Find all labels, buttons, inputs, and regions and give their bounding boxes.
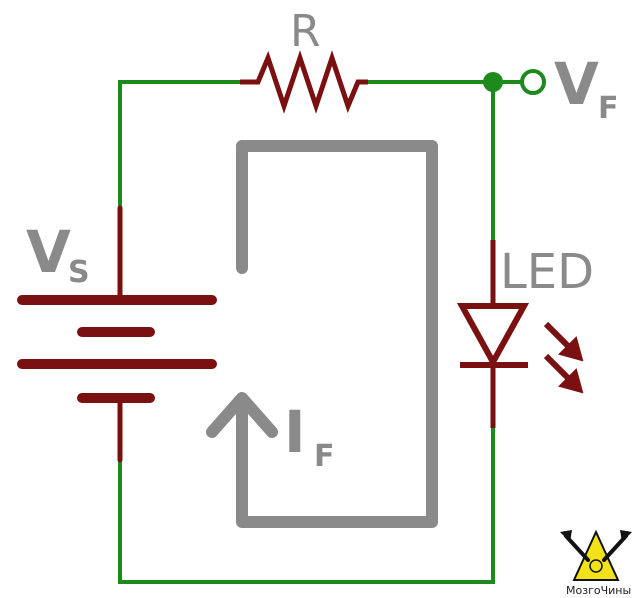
if-subscript: F xyxy=(314,439,335,474)
battery-symbol-icon xyxy=(17,205,217,463)
vf-terminal xyxy=(520,69,546,95)
led-label: LED xyxy=(500,244,594,300)
resistor-symbol-icon xyxy=(240,50,368,114)
vf-label: V xyxy=(554,50,599,118)
light-emission-arrows-icon xyxy=(543,321,584,394)
current-loop-arrow-icon xyxy=(206,140,438,528)
wire-left-bottom xyxy=(118,426,495,584)
wire-left-top xyxy=(118,80,242,210)
logo-text: МозгоЧины xyxy=(566,584,631,597)
led-symbol-icon xyxy=(456,240,530,428)
wires xyxy=(118,80,522,584)
vs-subscript: S xyxy=(68,255,90,290)
vs-label: V xyxy=(26,218,71,286)
vf-subscript: F xyxy=(598,91,619,126)
junction-dot xyxy=(483,72,503,92)
mozgochiny-logo: МозгоЧины xyxy=(560,529,632,597)
resistor-label: R xyxy=(290,6,321,57)
if-label: I xyxy=(284,398,306,466)
